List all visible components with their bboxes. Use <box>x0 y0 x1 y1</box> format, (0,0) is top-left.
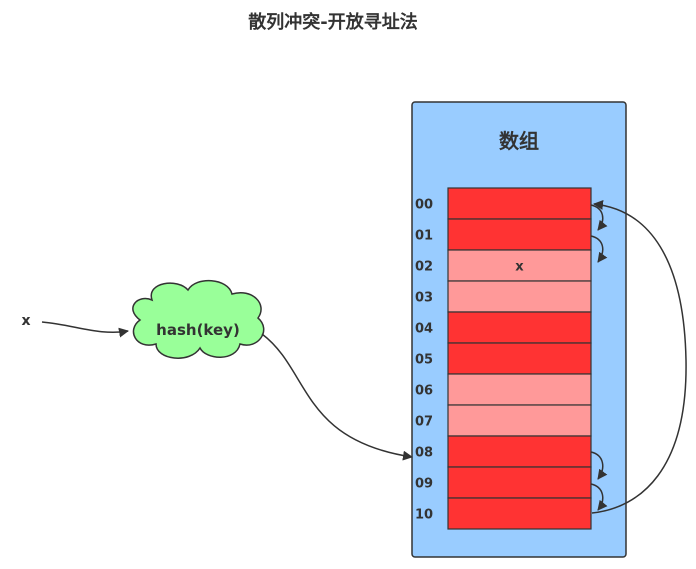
probe-arrow-10-wrap-to-00 <box>591 199 687 514</box>
array-cell-08 <box>447 435 592 468</box>
input-to-hash-arrow <box>41 321 129 338</box>
array-cell-02 <box>447 249 592 282</box>
array-index-02: 02 <box>415 260 433 275</box>
array-cell-09 <box>447 466 592 499</box>
array-index-00: 00 <box>415 198 433 213</box>
input-x-label: x <box>21 313 30 329</box>
array-cell-04 <box>447 311 592 344</box>
hash-to-index-08-arrow <box>261 333 413 461</box>
diagram-title: 散列冲突-开放寻址法 <box>248 12 418 33</box>
probe-arrow-00-to-01 <box>590 204 608 231</box>
array-index-07: 07 <box>415 415 433 430</box>
probe-arrow-09-to-10 <box>590 483 608 511</box>
array-cell-00 <box>447 187 592 220</box>
hash-function-cloud <box>132 279 265 359</box>
array-cell-05 <box>447 342 592 375</box>
array-cell-10 <box>447 497 592 530</box>
array-cell-03 <box>447 280 592 313</box>
array-index-09: 09 <box>415 477 433 492</box>
array-index-08: 08 <box>415 446 433 461</box>
probe-arrow-08-to-09 <box>590 451 608 480</box>
array-index-03: 03 <box>415 291 433 306</box>
array-index-06: 06 <box>415 384 433 399</box>
array-cell-07 <box>447 404 592 437</box>
probe-arrow-01-to-02 <box>590 235 608 263</box>
array-cell-06 <box>447 373 592 406</box>
array-index-10: 10 <box>415 508 433 523</box>
hash-function-label: hash(key) <box>156 321 240 339</box>
array-index-04: 04 <box>415 322 433 337</box>
array-cell-01 <box>447 218 592 251</box>
array-cell-value-02: x <box>515 260 524 275</box>
array-title: 数组 <box>499 129 539 153</box>
array-index-05: 05 <box>415 353 433 368</box>
array-index-01: 01 <box>415 229 433 244</box>
